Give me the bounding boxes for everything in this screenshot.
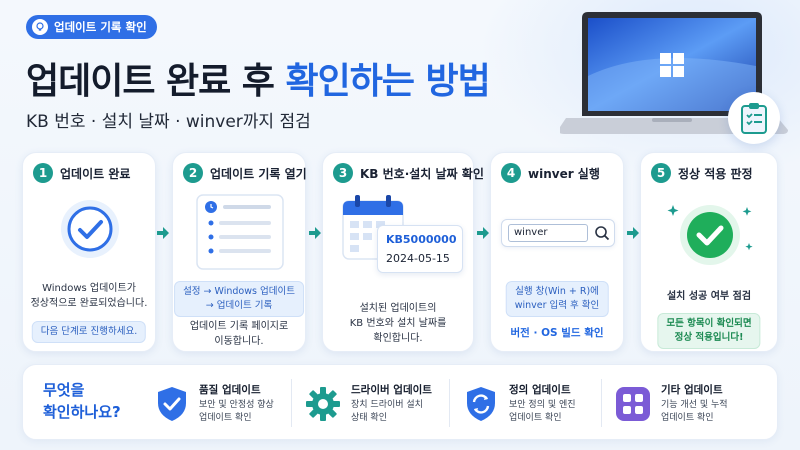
page-title-highlight: 확인하는 방법 xyxy=(285,61,490,102)
lightbulb-icon xyxy=(32,19,48,35)
category-title: 품질 업데이트 xyxy=(199,383,261,396)
run-instruction-line: winver 입력 후 확인 xyxy=(514,300,600,311)
next-step-pill: 다음 단계로 진행하세요. xyxy=(31,321,147,343)
step-number: 1 xyxy=(33,163,53,183)
apps-grid-icon xyxy=(616,387,650,421)
arrow-right-icon xyxy=(157,227,169,239)
success-line: 정상 적용입니다! xyxy=(674,332,744,343)
category-desc: 장치 드라이버 설치 xyxy=(351,399,423,410)
gear-icon xyxy=(306,387,340,421)
step-card-4: 4 winver 실행 winver 실행 창(Win + R)에 winver 입… xyxy=(490,152,624,352)
step-title: 정상 적용 판정 xyxy=(678,166,753,181)
arrow-right-icon xyxy=(477,227,489,239)
step-desc-line: 업데이트 기록 페이지로 xyxy=(189,321,289,332)
success-line: 모든 항목이 확인되면 xyxy=(666,318,752,329)
shield-check-icon xyxy=(158,387,186,421)
clipboard-check-icon xyxy=(728,92,780,144)
step-number: 3 xyxy=(333,163,353,183)
step-desc-line: 정상적으로 완료되었습니다. xyxy=(30,298,148,309)
category-desc: 상태 확인 xyxy=(351,412,387,423)
arrow-right-icon xyxy=(627,227,639,239)
category-title: 정의 업데이트 xyxy=(509,383,571,396)
laptop-illustration xyxy=(560,12,788,134)
panel-question-line: 무엇을 xyxy=(43,381,85,399)
step-number: 5 xyxy=(651,163,671,183)
run-instruction-pill: 실행 창(Win + R)에 winver 입력 후 확인 xyxy=(505,281,609,317)
topic-badge: 업데이트 기록 확인 xyxy=(26,15,157,39)
history-list-icon xyxy=(196,194,284,270)
version-check-label: 버전 · OS 빌드 확인 xyxy=(510,327,604,339)
step-desc-line: Windows 업데이트가 xyxy=(42,283,136,294)
settings-path-line: 설정 → Windows 업데이트 xyxy=(183,286,295,297)
category-desc: 보안 정의 및 엔진 xyxy=(509,399,576,410)
check-circle-icon xyxy=(61,200,119,258)
arrow-right-icon xyxy=(309,227,321,239)
divider xyxy=(601,379,602,427)
divider xyxy=(291,379,292,427)
category-desc: 업데이트 확인 xyxy=(199,412,252,423)
category-desc: 업데이트 확인 xyxy=(661,412,714,423)
step-number: 4 xyxy=(501,163,521,183)
run-instruction-line: 실행 창(Win + R)에 xyxy=(515,286,599,297)
panel-question-line: 확인하나요? xyxy=(43,403,121,421)
page-title-main: 업데이트 완료 후 xyxy=(26,61,286,102)
winver-input[interactable]: winver xyxy=(508,224,588,242)
step-desc-line: 이동합니다. xyxy=(214,336,264,347)
category-title: 드라이버 업데이트 xyxy=(351,383,432,396)
step-title: KB 번호·설치 날짜 확인 xyxy=(360,166,484,181)
step-desc-line: 설치된 업데이트의 xyxy=(359,303,437,314)
settings-path-line: → 업데이트 기록 xyxy=(205,300,273,311)
step-card-3: 3 KB 번호·설치 날짜 확인 KB5000000 2024-05-15 설치된… xyxy=(322,152,484,352)
step-title: 업데이트 기록 열기 xyxy=(210,166,307,181)
category-desc: 기능 개선 및 누적 xyxy=(661,399,728,410)
category-desc: 보안 및 안정성 향상 xyxy=(199,399,274,410)
step-card-2: 2 업데이트 기록 열기 설정 → Windows 업데이트 → 업데이트 기록 업… xyxy=(172,152,307,352)
page-title: 업데이트 완료 후 확인하는 방법 xyxy=(26,52,491,104)
run-dialog-box: winver xyxy=(501,219,615,247)
kb-info-box: KB5000000 2024-05-15 xyxy=(377,225,463,273)
refresh-icon xyxy=(467,387,495,421)
step-desc-line: KB 번호와 설치 날짜를 xyxy=(349,318,447,329)
category-desc: 업데이트 확인 xyxy=(509,412,562,423)
install-date: 2024-05-15 xyxy=(386,252,450,265)
divider xyxy=(449,379,450,427)
step-desc-line: 설치 성공 여부 점검 xyxy=(666,291,752,302)
settings-path-pill: 설정 → Windows 업데이트 → 업데이트 기록 xyxy=(174,281,304,317)
category-title: 기타 업데이트 xyxy=(661,383,723,396)
step-number: 2 xyxy=(183,163,203,183)
step-desc-line: 확인합니다. xyxy=(373,333,423,344)
kb-number: KB5000000 xyxy=(386,233,457,246)
check-badge-icon xyxy=(667,205,753,265)
page-subtitle: KB 번호 · 설치 날짜 · winver까지 점검 xyxy=(26,112,311,132)
search-icon xyxy=(595,226,610,241)
step-title: winver 실행 xyxy=(528,166,600,181)
topic-badge-label: 업데이트 기록 확인 xyxy=(54,20,147,34)
step-title: 업데이트 완료 xyxy=(60,166,131,181)
